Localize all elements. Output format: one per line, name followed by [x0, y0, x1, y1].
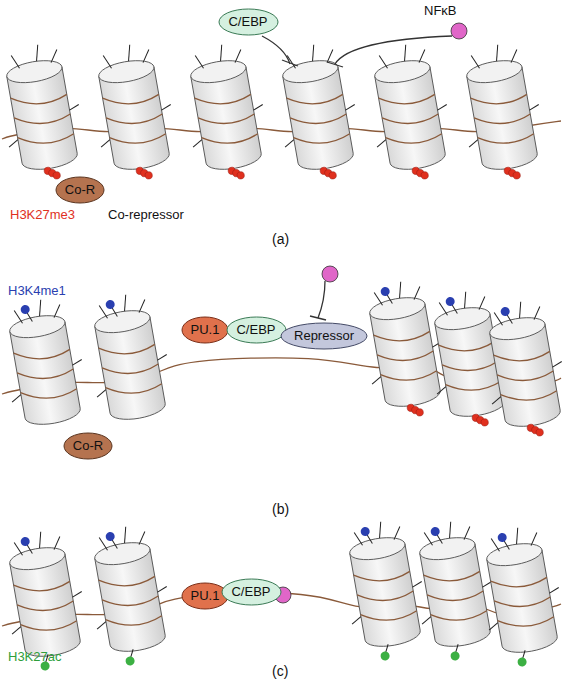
repressor-protein: Repressor [280, 322, 368, 350]
nucleosome [80, 521, 179, 670]
h3k4me1-mark [430, 526, 440, 536]
protein-name: C/EBP [228, 15, 267, 29]
h3k27me3-mark [237, 171, 245, 179]
h3k4me1-mark [497, 532, 507, 542]
h3k4me1-mark [105, 531, 115, 541]
corepressor-protein: Co-R [55, 176, 105, 204]
h3k4me1-mark [380, 286, 390, 296]
h3k27me3-mark [421, 171, 429, 179]
inhibition-line [262, 36, 452, 320]
nucleosome [84, 39, 182, 186]
factor-name: NFκB [424, 4, 457, 18]
cebp-protein: C/EBP [221, 578, 282, 606]
nucleosome [80, 289, 176, 424]
nucleosome [176, 39, 274, 186]
protein-name: Co-R [73, 439, 103, 453]
panel-letter: (b) [272, 502, 289, 517]
cebp-protein: C/EBP [218, 8, 279, 36]
h3k4me1-mark [445, 296, 455, 306]
nucleosome [0, 294, 92, 429]
protein-name: C/EBP [236, 323, 275, 337]
h3k27ac-mark [517, 657, 527, 667]
nucleosome [268, 39, 366, 186]
h3k27me3-mark [329, 171, 337, 179]
h3k27me3-mark [481, 418, 489, 426]
nucleosome [0, 526, 94, 675]
nucleosome [0, 39, 91, 186]
protein-name: PU.1 [191, 323, 220, 337]
nucleosome [405, 516, 504, 665]
cebp-protein: C/EBP [226, 316, 287, 344]
histone-mark-name: H3K27ac [8, 650, 61, 664]
protein-name: PU.1 [191, 589, 220, 603]
corepressor-protein: Co-R [63, 432, 113, 460]
h3k27ac-mark [380, 651, 390, 661]
h3k27me3-mark [513, 171, 521, 179]
h3k4me1-mark [20, 304, 30, 314]
panel-letter: (a) [272, 232, 289, 247]
histone-mark-name: H3K4me1 [8, 284, 66, 298]
h3k4me1-mark [105, 299, 115, 309]
pu1-protein: PU.1 [181, 582, 229, 610]
nucleosome [475, 296, 563, 443]
h3k27ac-mark [125, 656, 135, 666]
h3k4me1-mark [20, 536, 30, 546]
h3k27me3-mark [145, 171, 153, 179]
protein-name: Co-R [65, 183, 95, 197]
pu1-protein: PU.1 [181, 316, 229, 344]
panel-letter: (c) [272, 664, 288, 679]
histone-mark-name: H3K27me3 [10, 208, 75, 222]
h3k27me3-mark [416, 408, 424, 416]
protein-name: C/EBP [231, 585, 270, 599]
h3k4me1-mark [500, 306, 510, 316]
h3k4me1-mark [360, 526, 370, 536]
nucleosome [360, 39, 458, 186]
nucleosome [452, 39, 550, 186]
nfkb-circle [275, 23, 467, 603]
h3k27me3-mark [53, 171, 61, 179]
protein-name: Repressor [294, 329, 354, 343]
nucleosome [335, 516, 434, 665]
h3k27me3-mark [536, 428, 544, 436]
protein-name: Co-repressor [108, 208, 184, 222]
h3k27ac-mark [450, 651, 460, 661]
nucleosome [472, 522, 563, 671]
